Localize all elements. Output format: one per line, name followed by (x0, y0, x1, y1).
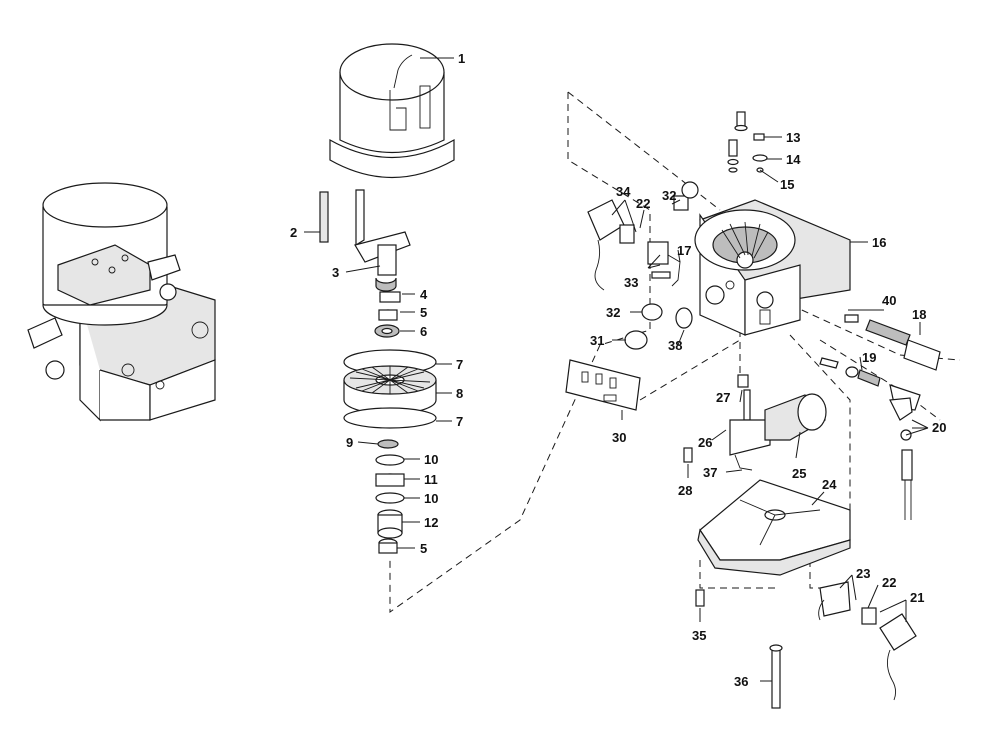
callout-33: 33 (624, 275, 638, 290)
leader-lines (304, 57, 929, 682)
lower-rings (375, 439, 405, 554)
callout-35: 35 (692, 628, 706, 643)
callout-9: 9 (346, 435, 353, 450)
callout-10: 10 (424, 452, 438, 467)
callout-38: 38 (668, 338, 682, 353)
callout-31: 31 (590, 333, 604, 348)
callout-3: 3 (332, 265, 339, 280)
callout-21: 21 (910, 590, 924, 605)
assembled-pump-illustration (27, 182, 216, 422)
callout-32-lower: 32 (606, 305, 620, 320)
small-rings (374, 291, 401, 338)
circuit-board (565, 359, 641, 411)
callout-6: 6 (420, 324, 427, 339)
callout-2: 2 (290, 225, 297, 240)
callout-1: 1 (458, 51, 465, 66)
callout-27: 27 (716, 390, 730, 405)
callout-22-upper: 22 (636, 196, 650, 211)
callout-22-lower: 22 (882, 575, 896, 590)
callout-8: 8 (456, 386, 463, 401)
callout-16: 16 (872, 235, 886, 250)
right-side-fittings (819, 314, 941, 520)
stirring-paddle (354, 189, 411, 292)
callout-5: 5 (420, 305, 427, 320)
callout-7b: 7 (456, 414, 463, 429)
screws-top (727, 111, 768, 173)
callout-11: 11 (424, 472, 438, 487)
callout-10b: 10 (424, 491, 438, 506)
pump-housing (694, 199, 851, 336)
callout-18: 18 (912, 307, 926, 322)
callout-25: 25 (792, 466, 806, 481)
callout-labels: 1 2 3 4 5 6 7 8 7 9 10 11 10 12 5 13 14 … (290, 51, 946, 689)
reservoir-cover (329, 43, 455, 179)
callout-24: 24 (822, 477, 837, 492)
small-fittings-left (624, 303, 693, 350)
callout-40: 40 (882, 293, 896, 308)
callout-19: 19 (862, 350, 876, 365)
callout-13: 13 (786, 130, 800, 145)
callout-32-upper: 32 (662, 188, 676, 203)
callout-7: 7 (456, 357, 463, 372)
base-plate (697, 479, 851, 576)
callout-30: 30 (612, 430, 626, 445)
callout-26: 26 (698, 435, 712, 450)
callout-20: 20 (932, 420, 946, 435)
follower-plate (319, 191, 329, 243)
callout-12: 12 (424, 515, 438, 530)
lower-fittings (695, 589, 783, 709)
connector-plug-upper (587, 181, 699, 291)
motor-and-shaft (683, 374, 827, 471)
callout-34: 34 (616, 184, 631, 199)
callout-37: 37 (703, 465, 717, 480)
callout-28: 28 (678, 483, 692, 498)
callout-36: 36 (734, 674, 748, 689)
connector-plug-lower (818, 581, 917, 701)
filter-wheel-assembly (343, 349, 437, 429)
callout-23: 23 (856, 566, 870, 581)
callout-15: 15 (780, 177, 794, 192)
callout-5b: 5 (420, 541, 427, 556)
callout-4: 4 (420, 287, 428, 302)
callout-17: 17 (677, 243, 691, 258)
callout-14: 14 (786, 152, 801, 167)
